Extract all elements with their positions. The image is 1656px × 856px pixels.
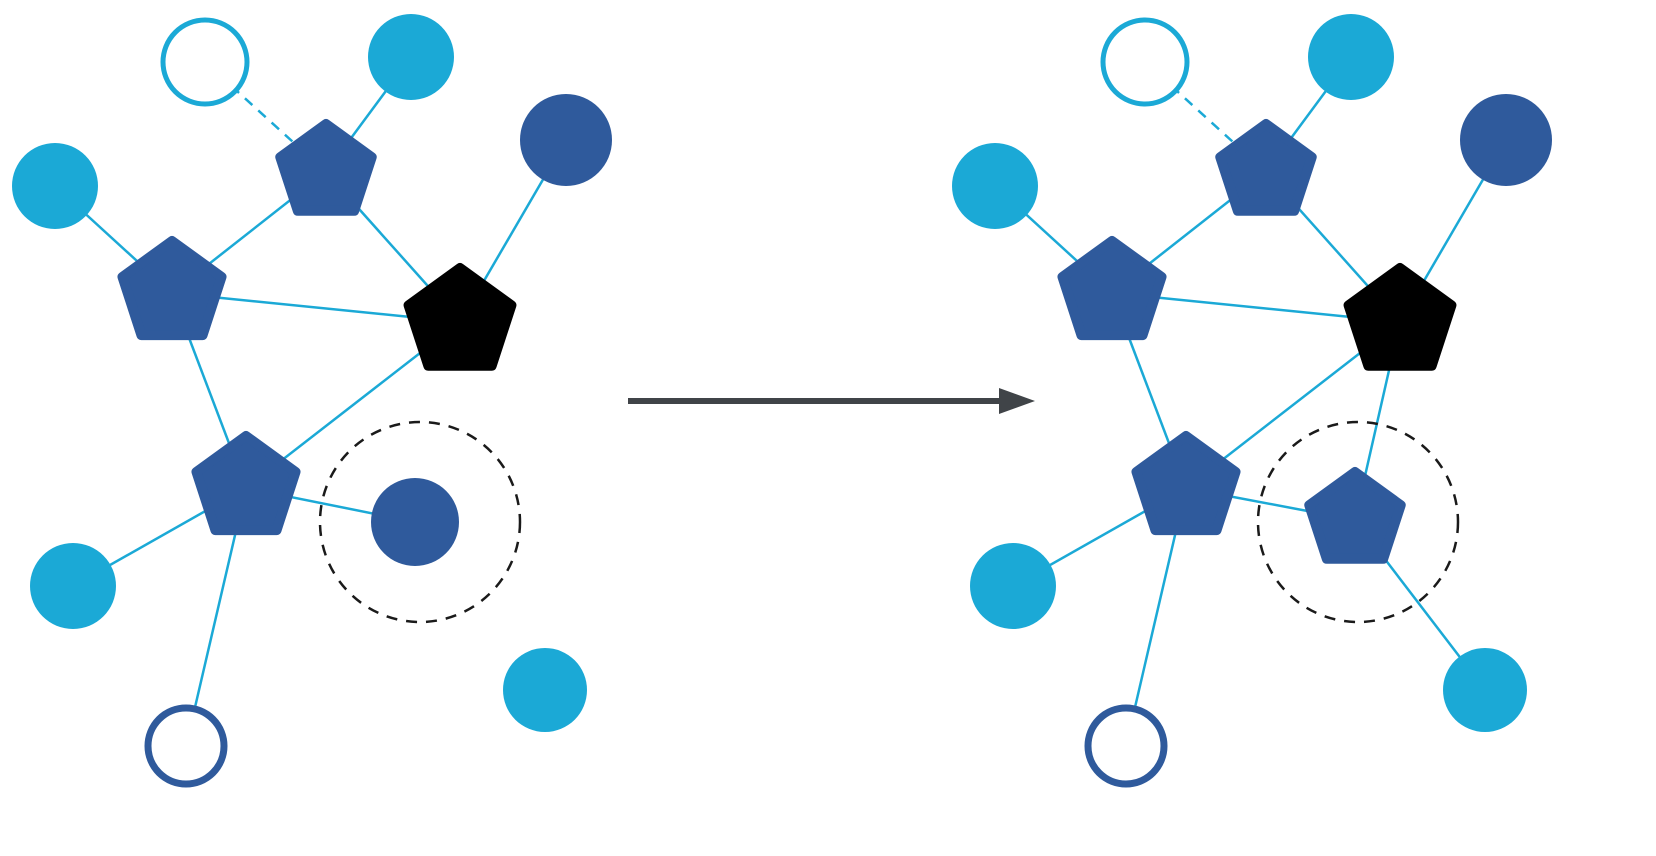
node-pent-bottom-pentagon <box>1131 431 1241 536</box>
node-pent-left-pentagon <box>117 236 227 341</box>
panel-after <box>952 14 1552 788</box>
node-pent-bottom-pentagon <box>191 431 301 536</box>
highlight-dashed-circle-before <box>318 420 522 624</box>
node-blue-right-circle <box>520 94 612 186</box>
node-cyan-left-circle <box>952 143 1038 229</box>
node-focus-pentagon <box>1304 467 1406 564</box>
node-blue-right-circle <box>1460 94 1552 186</box>
node-pent-black-pentagon <box>403 263 517 371</box>
node-cyan-bottom-left-circle <box>30 543 116 629</box>
node-open-cyan-circle <box>1100 17 1190 107</box>
node-cyan-top-circle <box>368 14 454 100</box>
node-open-cyan-circle <box>160 17 250 107</box>
panel-before <box>12 14 612 788</box>
node-cyan-bottom-right-circle <box>503 648 587 732</box>
transition-arrow <box>628 388 1035 414</box>
node-open-blue-circle <box>144 704 228 788</box>
node-focus-circle <box>371 478 459 566</box>
node-cyan-bottom-right-circle <box>1443 648 1527 732</box>
node-pent-left-pentagon <box>1057 236 1167 341</box>
node-pent-black-pentagon <box>1343 263 1457 371</box>
node-cyan-left-circle <box>12 143 98 229</box>
node-pent-top-pentagon <box>1215 119 1317 216</box>
node-cyan-bottom-left-circle <box>970 543 1056 629</box>
node-open-blue-circle <box>1084 704 1168 788</box>
node-cyan-top-circle <box>1308 14 1394 100</box>
highlight-dashed-circle-after <box>1256 420 1460 624</box>
node-pent-top-pentagon <box>275 119 377 216</box>
transition-arrow-head <box>999 388 1035 414</box>
